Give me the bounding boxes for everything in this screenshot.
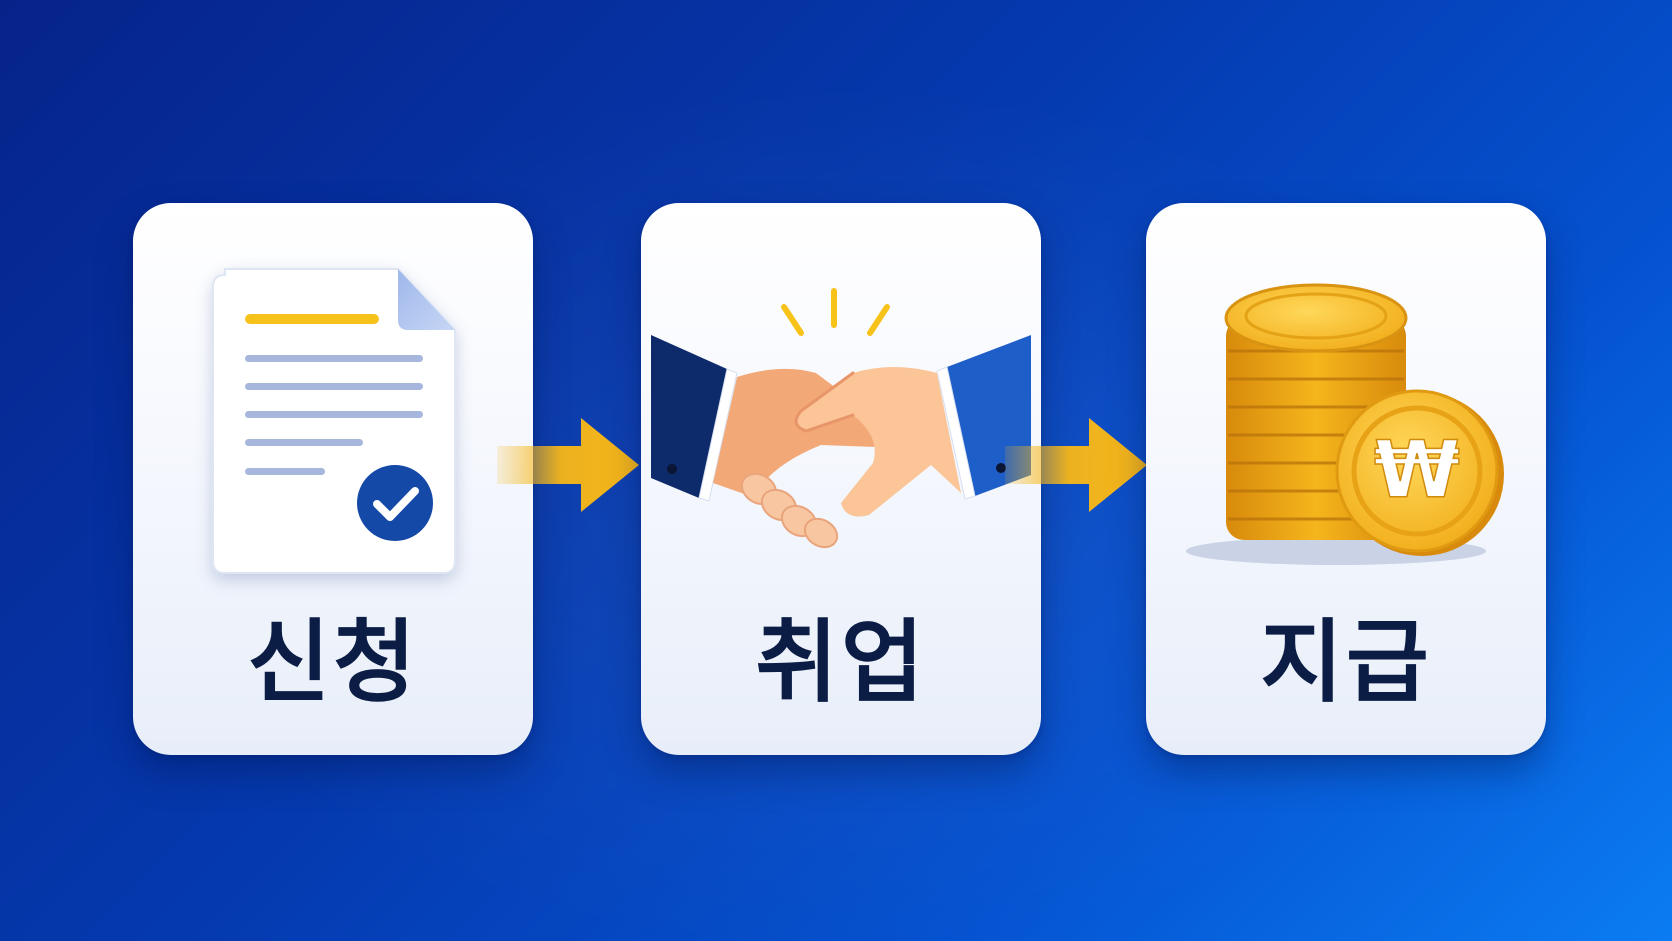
step-card-application: 신청 — [133, 203, 533, 755]
coin-stack-won-icon: ₩ — [1186, 283, 1504, 565]
document-check-icon — [212, 268, 456, 574]
arrow-right-icon — [1005, 418, 1147, 512]
won-symbol: ₩ — [1374, 426, 1460, 516]
arrow-right-icon — [497, 418, 639, 512]
step-card-employment: 취업 — [641, 203, 1041, 755]
step-card-payment: ₩ 지급 — [1146, 203, 1546, 755]
step-label: 지급 — [1260, 610, 1432, 715]
handshake-icon — [651, 288, 1031, 549]
step-label: 신청 — [247, 610, 419, 715]
step-label: 취업 — [755, 610, 927, 715]
